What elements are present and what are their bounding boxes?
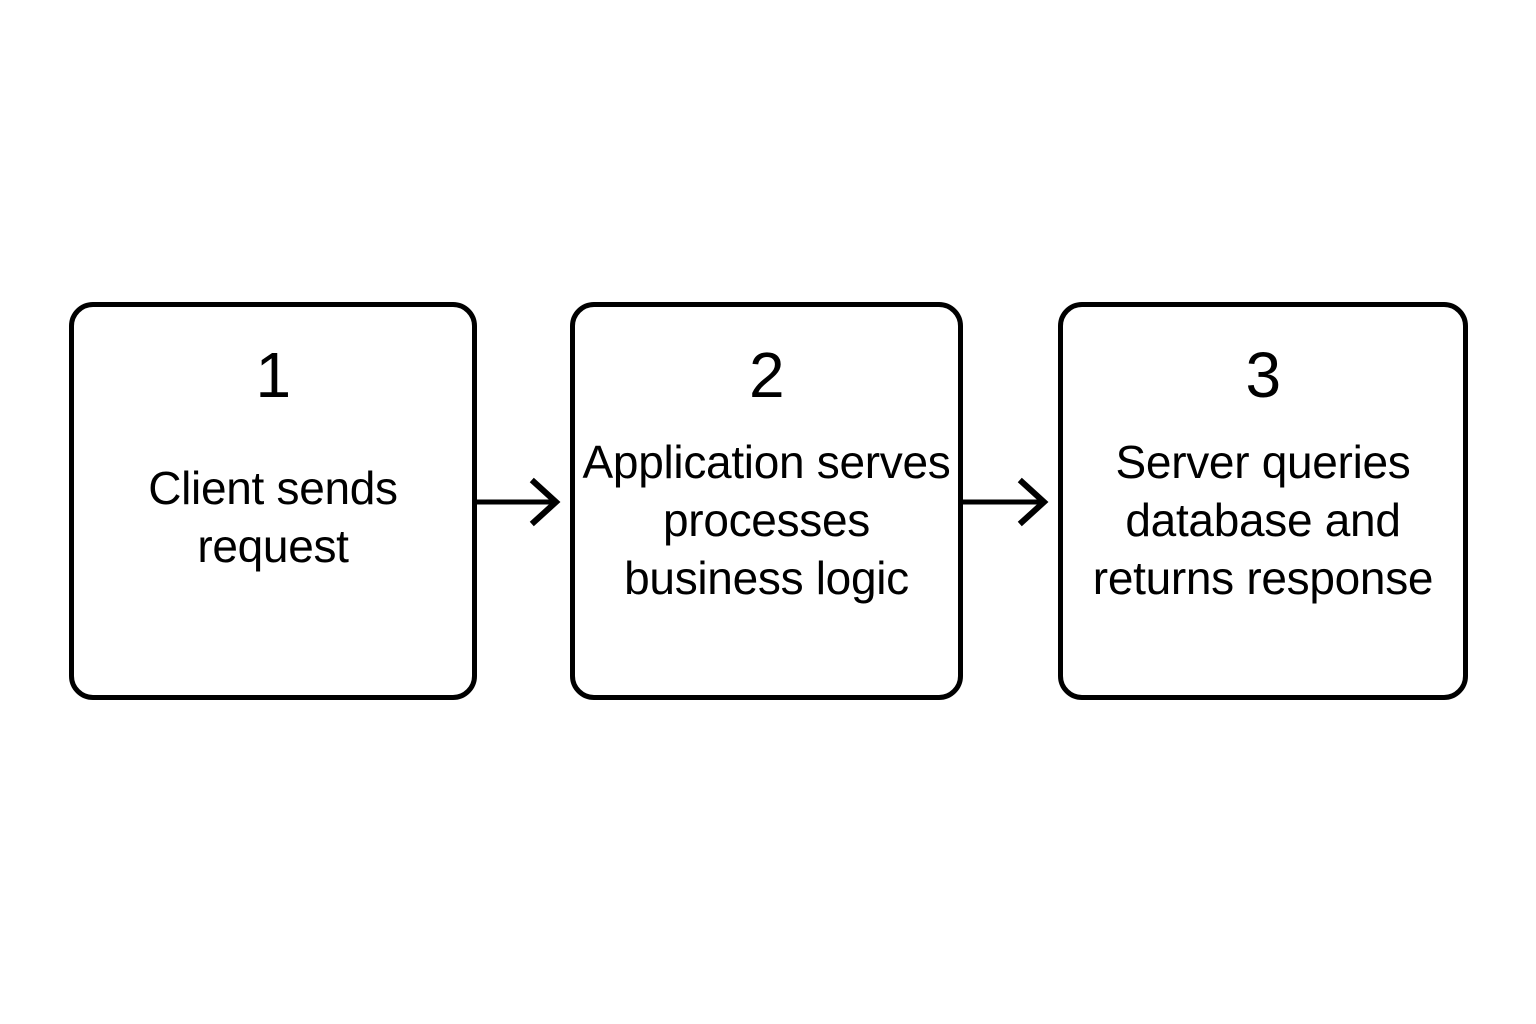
flow-step-box-3[interactable]: 3 Server queries database and returns re…	[1058, 302, 1468, 700]
step-label-3: Server queries database and returns resp…	[1092, 436, 1434, 604]
step-number-2: 2	[748, 339, 785, 411]
flow-step-box-2[interactable]: 2 Application serves processes business …	[570, 302, 963, 700]
arrow-step-2-to-step-3	[963, 476, 1058, 528]
step-number-3: 3	[1245, 339, 1281, 411]
flow-step-box-1[interactable]: 1 Client sends request	[69, 302, 477, 700]
step-label-1: Client sends request	[148, 462, 398, 572]
arrow-right-icon	[477, 477, 561, 527]
step-label-2: Application serves processes business lo…	[582, 436, 951, 604]
arrow-step-1-to-step-2	[477, 476, 570, 528]
arrow-right-icon	[963, 477, 1049, 527]
step-number-1: 1	[255, 339, 291, 411]
